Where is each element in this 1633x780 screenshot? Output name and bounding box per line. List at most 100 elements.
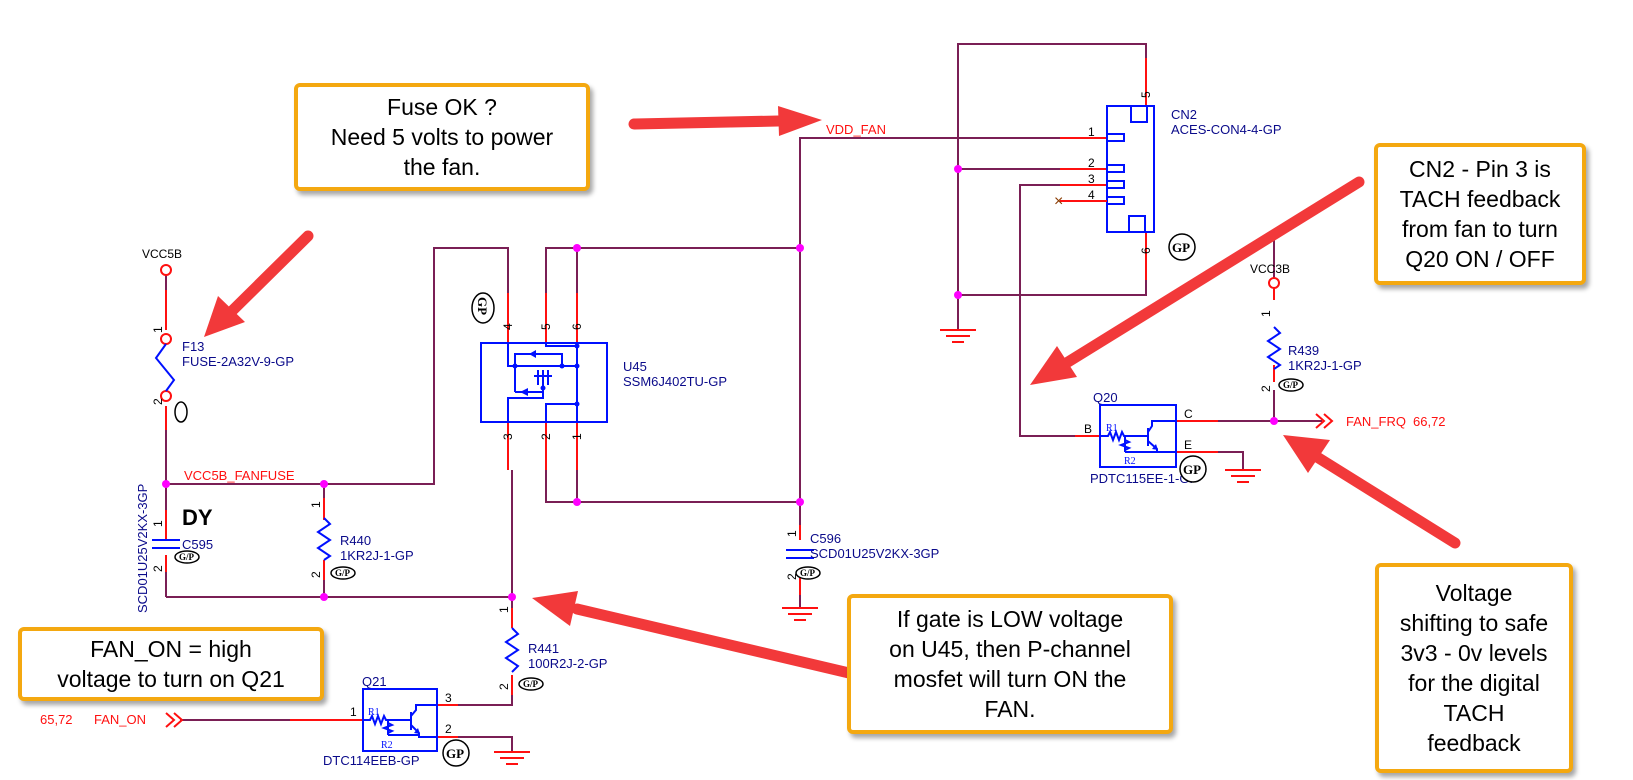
schematic-part: G/P — [335, 568, 351, 578]
wire-vcc5b-fanfuse — [166, 247, 509, 485]
r440-value: 1KR2J-1-GP — [340, 548, 414, 563]
gp-mark-icon — [442, 739, 470, 767]
resistor-r441: 1 2 R441 100R2J-2-GP G/P — [497, 606, 607, 691]
schematic-part: GP — [446, 746, 464, 761]
vcc5b-label: VCC5B — [142, 247, 182, 261]
schematic-part — [1062, 176, 1365, 368]
c595-ref: C595 — [182, 537, 213, 552]
q21-value: DTC114EEB-GP — [323, 753, 420, 768]
net-fan-on: FAN_ON — [94, 712, 146, 727]
resistor-r1-icon — [363, 713, 411, 727]
schematic-part: GP — [1183, 462, 1201, 477]
schematic-part — [1106, 133, 1125, 142]
junction — [796, 498, 804, 506]
resistor-r2-icon — [381, 720, 395, 735]
resistor-r439: VCC3B 1 2 R439 1KR2J-1-GP G/P — [1250, 262, 1362, 392]
callout-level-shift-text: Voltage shifting to safe 3v3 - 0v levels… — [1399, 580, 1549, 756]
schematic-part — [410, 704, 437, 717]
schematic-part — [507, 370, 544, 422]
fuse-f13: VCC5B 1 2 F13 FUSE-2A32V-9-GP — [142, 247, 294, 423]
schematic-part: 3 — [1088, 172, 1095, 186]
schematic-part: B — [1084, 422, 1092, 436]
schematic-part — [226, 230, 314, 317]
fan-on-pages: 65,72 — [40, 712, 73, 727]
transistor-q20: R1 R2 B C E Q20 PDTC115EE-1-GP GP FAN_FR… — [1084, 390, 1446, 486]
schematic-part — [574, 363, 580, 369]
schematic-part: G/P — [523, 679, 539, 689]
schematic-part: GP — [475, 297, 490, 315]
schematic-part — [1128, 215, 1146, 233]
schematic-part — [545, 403, 577, 422]
schematic-part: G/P — [800, 568, 816, 578]
schematic-part: 1 — [309, 501, 323, 508]
gp-mark-icon — [330, 566, 356, 580]
net-vcc5b-fanfuse: VCC5B_FANFUSE — [184, 468, 295, 483]
no-connect-icon: × — [1054, 193, 1063, 210]
fuse-icon — [154, 343, 176, 392]
callout-gate: If gate is LOW voltage on U45, then P-ch… — [847, 594, 1173, 734]
capacitor-c596: 1 2 C596 SCD01U25V2KX-3GP G/P — [785, 530, 939, 580]
junction — [954, 291, 962, 299]
schematic-part — [1311, 451, 1461, 549]
schematic-part: 2 — [785, 573, 799, 580]
schematic-part: GP — [1172, 240, 1190, 255]
wire-u45-pin2-bottom — [545, 470, 800, 503]
r441-ref: R441 — [528, 641, 559, 656]
schematic-part: 1 — [570, 433, 584, 440]
schematic-part: 5 — [539, 323, 553, 330]
wire-cn2-pin6-gnd — [958, 266, 1147, 296]
schematic-part: E — [1184, 438, 1192, 452]
schematic-part: 2 — [539, 433, 553, 440]
schematic-part: 2 — [309, 571, 323, 578]
junction — [573, 498, 581, 506]
resistor-icon — [316, 517, 332, 561]
junctions — [162, 165, 1278, 601]
schematic-part: 1 — [1259, 310, 1273, 317]
callout-fuse-text: Fuse OK ? Need 5 volts to power the fan. — [330, 94, 554, 180]
schematic-part — [1106, 180, 1125, 189]
gp-mark-icon — [174, 401, 188, 423]
u45-value: SSM6J402TU-GP — [623, 374, 727, 389]
resistor-r2-icon — [1118, 436, 1132, 452]
resistor-r440: 1 2 R440 1KR2J-1-GP G/P — [309, 501, 414, 580]
callout-tach-pin: CN2 - Pin 3 is TACH feedback from fan to… — [1374, 143, 1586, 285]
schematic-part — [532, 591, 578, 626]
gp-mark-icon — [795, 566, 821, 580]
q20-ref: Q20 — [1093, 390, 1118, 405]
power-port-icon — [160, 264, 172, 276]
junction — [320, 480, 328, 488]
r439-value: 1KR2J-1-GP — [1288, 358, 1362, 373]
r439-ref: R439 — [1288, 343, 1319, 358]
cn2-ref: CN2 — [1171, 107, 1197, 122]
schematic-part — [1130, 105, 1148, 123]
schematic-part — [628, 115, 784, 130]
ground-icon — [494, 751, 530, 765]
gp-mark-icon — [518, 677, 544, 691]
u45-ref: U45 — [623, 359, 647, 374]
c596-value: SCD01U25V2KX-3GP — [810, 546, 939, 561]
q20-value: PDTC115EE-1-GP — [1090, 471, 1198, 486]
f13-ref: F13 — [182, 339, 204, 354]
fan-frq-pages: 66,72 — [1413, 414, 1446, 429]
schematic-part: 5 — [1139, 91, 1153, 98]
ground-icon — [782, 607, 818, 621]
emitter-arrow-icon — [1152, 444, 1158, 450]
u45-body — [480, 342, 608, 423]
junction — [320, 593, 328, 601]
dy-flag: DY — [182, 505, 213, 530]
resistor-icon — [1266, 326, 1282, 370]
ground-icon — [940, 329, 976, 343]
junction — [796, 244, 804, 252]
schematic-part: 2 — [445, 722, 452, 736]
schematic-part: G/P — [179, 552, 195, 562]
schematic-part — [574, 401, 580, 407]
annotation-arrows — [204, 106, 1461, 679]
emitter-arrow-icon — [414, 728, 420, 734]
schematic-part: 1 — [785, 530, 799, 537]
schematic-part: 1 — [151, 520, 165, 527]
wire-tach — [1019, 184, 1100, 437]
schematic-part: 6 — [570, 323, 584, 330]
wire-u45-pin5-top — [545, 247, 800, 318]
r440-ref: R440 — [340, 533, 371, 548]
